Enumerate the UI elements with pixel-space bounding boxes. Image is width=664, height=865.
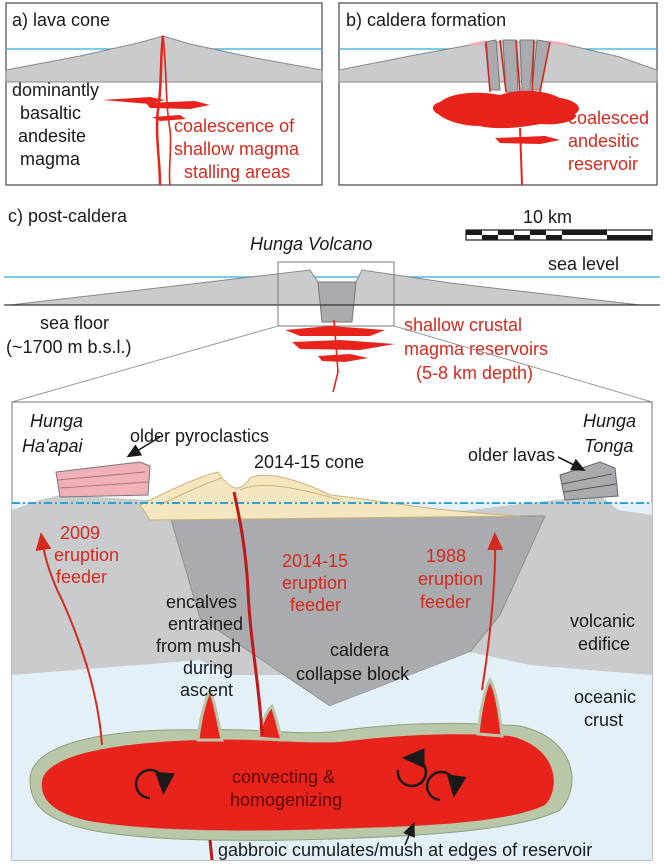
stalling-label-a: coalescence of shallow magma stalling ar… [174, 116, 304, 182]
convection-arrow-2 [396, 748, 428, 788]
dyke-a-secondary [162, 35, 172, 186]
feeder-1988-label: 1988 eruption feeder [418, 546, 488, 612]
sill-a1 [102, 97, 165, 104]
scale-bar-label: 10 km [523, 207, 572, 227]
hunga-tonga-label: Hunga Tonga [583, 411, 641, 456]
sill-a2 [146, 101, 210, 109]
dyke-a-main [155, 35, 165, 186]
cone-2014-15-label: 2014-15 cone [254, 452, 364, 472]
feeder-c [332, 319, 339, 393]
panel-a: a) lava cone dominantly basaltic andesit… [5, 2, 323, 186]
pyroclastic-rim-b [469, 40, 569, 47]
older-lavas-label: older lavas [468, 445, 555, 465]
cone-layering [159, 477, 341, 506]
hunga-volcano-title: Hunga Volcano [250, 234, 372, 254]
older-pyroclastics-haapai [55, 461, 151, 498]
feeder-2014-15 [232, 491, 264, 736]
ring-faults-b [485, 39, 551, 93]
reservoir-c3 [318, 354, 368, 362]
magma-label-a: dominantly basaltic andesite magma [12, 80, 104, 169]
mush-finger-left [196, 686, 224, 742]
older-pyroclastics-label: older pyroclastics [130, 426, 269, 446]
sea-floor-label: sea floor (~1700 m b.s.l.) [6, 313, 132, 357]
sill-b1 [495, 136, 560, 144]
mush-finger-right [476, 677, 504, 738]
feeder-2009-arrow [35, 532, 103, 746]
caldera-block-c [317, 281, 357, 323]
reservoirs-label: shallow crustal magma reservoirs (5-8 km… [404, 315, 553, 383]
cone-2014-15 [139, 471, 521, 521]
convection-arrow-3 [425, 770, 467, 802]
caldera-collapse-block [170, 516, 545, 706]
feeder-2009-label: 2009 eruption feeder [54, 523, 124, 587]
feeder-b [519, 127, 523, 186]
feeder-2014-15-label: 2014-15 eruption feeder [282, 551, 353, 615]
reservoir-c2 [292, 340, 395, 350]
reservoir-label-b: coalesced andesitic reservoir [568, 108, 654, 174]
sill-a3 [152, 115, 186, 121]
volcanic-edifice-label: volcanic edifice [570, 611, 640, 654]
panel-c: c) post-caldera 10 km Hunga Volcano sea … [4, 206, 660, 403]
zoom-box [277, 261, 395, 327]
feeder-1988-arrow [481, 532, 504, 691]
oceanic-crust-label: oceanic crust [574, 687, 641, 730]
feeder-base [208, 839, 214, 861]
mush-pointer [403, 822, 415, 846]
panel-c-title: c) post-caldera [8, 206, 128, 226]
panel-a-frame [5, 2, 323, 186]
enclaves-label: encalves entrained from mush during asce… [156, 592, 248, 700]
gabbroic-mush-label: gabbroic cumulates/mush at edges of rese… [218, 840, 592, 860]
detail-panel: Hunga Ha'apai Hunga Tonga older pyroclas… [11, 401, 653, 861]
lavas-pointer [557, 456, 586, 471]
convection-arrow-1 [134, 768, 175, 800]
caldera-collapse-label: caldera collapse block [296, 640, 410, 684]
scale-bar: 10 km [465, 207, 653, 241]
panel-b-frame [338, 2, 658, 186]
hunga-haapai-label: Hunga Ha'apai [22, 411, 88, 456]
pyroclastic-layering [57, 471, 149, 489]
panel-b: b) caldera formation coalesced andesitic… [338, 2, 658, 186]
lava-cone-a [5, 35, 323, 83]
panel-a-title: a) lava cone [12, 10, 110, 30]
convecting-label: convecting & homogenizing [230, 767, 342, 810]
magma-reservoir [41, 734, 554, 831]
lava-layering [561, 473, 617, 493]
panel-b-title: b) caldera formation [346, 10, 506, 30]
pyroclastics-pointer [126, 436, 161, 458]
zoom-line-right [393, 325, 653, 403]
andesitic-reservoir-b [432, 90, 580, 129]
sea-level-label: sea level [548, 254, 619, 274]
zoom-line-left [11, 325, 279, 403]
